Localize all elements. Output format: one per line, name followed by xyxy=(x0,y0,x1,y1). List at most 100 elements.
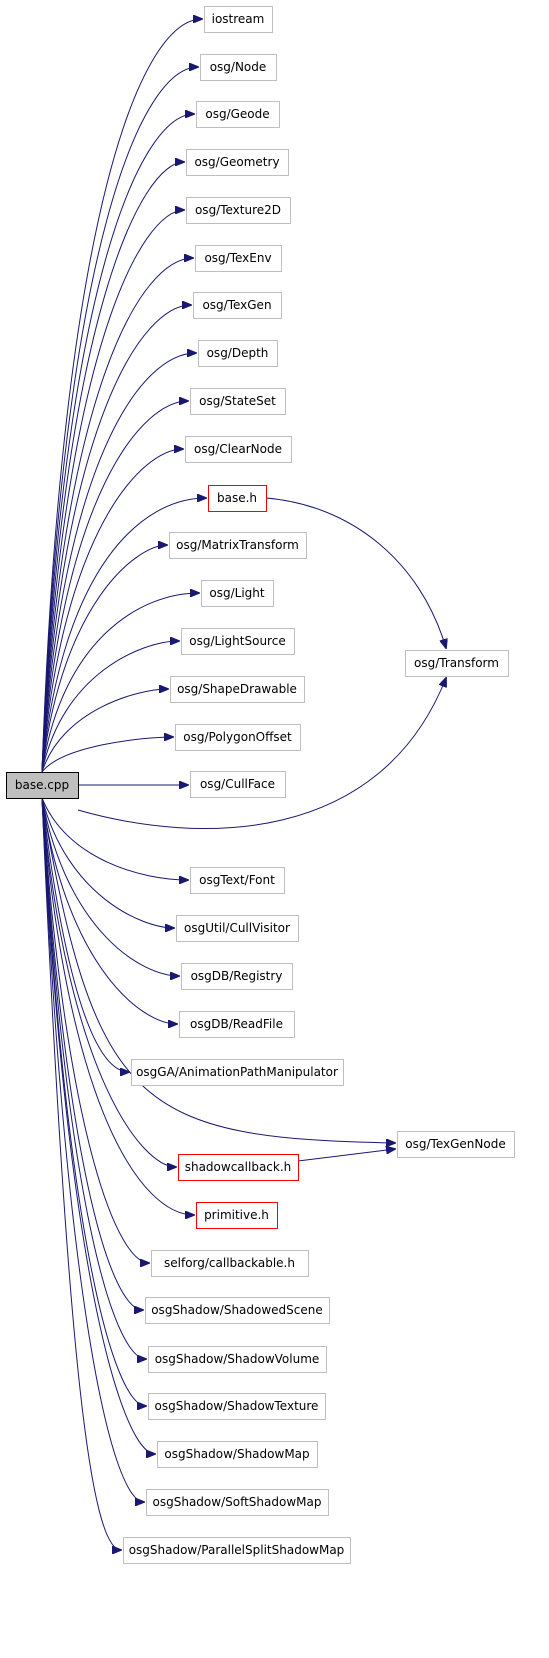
node-box xyxy=(148,1393,326,1420)
node-label: osg/Geode xyxy=(205,107,269,121)
edge-base_cpp-to-iostream xyxy=(41,19,202,773)
node-label: osgShadow/ParallelSplitShadowMap xyxy=(129,1543,345,1557)
node-box xyxy=(181,628,295,655)
node-box xyxy=(185,436,292,463)
node-box xyxy=(176,915,299,942)
node-box xyxy=(198,340,278,367)
edge-base_cpp-to-osg_matrixtransform xyxy=(41,545,167,773)
edge-base_cpp-to-osg_node xyxy=(41,67,198,773)
edge-base_cpp-to-osg_texture2d xyxy=(41,210,184,773)
edge-base_cpp-to-primitive_h xyxy=(41,797,194,1215)
node-box xyxy=(190,388,286,415)
edge-base_cpp-to-osg_transform xyxy=(77,678,446,830)
edge-base_cpp-to-osgdb_registry xyxy=(41,797,179,976)
edge-base_cpp-to-shadowcallback_h xyxy=(41,797,176,1167)
node-box xyxy=(190,771,286,798)
node-box xyxy=(175,724,301,751)
node-osgshadow-shadowedscene: osgShadow/ShadowedScene xyxy=(145,1297,330,1324)
node-label: osgShadow/SoftShadowMap xyxy=(153,1495,322,1509)
node-osg-light: osg/Light xyxy=(201,580,274,607)
node-osgutil-cullvisitor: osgUtil/CullVisitor xyxy=(176,915,299,942)
node-label: osg/LightSource xyxy=(189,634,285,648)
node-box xyxy=(178,1154,299,1181)
node-box xyxy=(186,197,291,224)
nodes: base.cpp iostream osg/Node osg/Geode osg/Geo… xyxy=(6,6,515,1564)
node-label: osgDB/ReadFile xyxy=(190,1017,283,1031)
edge-base_cpp-to-osg_depth xyxy=(41,353,196,773)
node-label: osg/Transform xyxy=(414,656,499,670)
edge-base_cpp-to-osgdb_readfile xyxy=(41,797,177,1024)
node-osgshadow-shadowtexture: osgShadow/ShadowTexture xyxy=(148,1393,326,1420)
node-label: osg/ClearNode xyxy=(194,442,282,456)
node-box xyxy=(148,1346,327,1373)
node-box xyxy=(6,772,79,799)
node-label: osg/Geometry xyxy=(194,155,279,169)
node-label: osg/CullFace xyxy=(200,777,275,791)
edge-base_cpp-to-osgshadow_shadowedscene xyxy=(41,797,143,1310)
edge-base_cpp-to-osg_shapedrawable xyxy=(41,689,168,773)
node-label: primitive.h xyxy=(204,1208,269,1222)
node-label: osgDB/Registry xyxy=(191,969,283,983)
node-shadowcallback-h[interactable]: shadowcallback.h xyxy=(178,1154,299,1181)
node-label: iostream xyxy=(212,12,265,26)
node-box xyxy=(169,532,307,559)
node-selforg-callbackable: selforg/callbackable.h xyxy=(151,1250,309,1277)
node-osg-polygonoffset: osg/PolygonOffset xyxy=(175,724,301,751)
node-label: osg/PolygonOffset xyxy=(183,730,292,744)
node-label: osg/Node xyxy=(210,60,267,74)
node-osgdb-readfile: osgDB/ReadFile xyxy=(179,1011,295,1038)
edge-base_cpp-to-osgutil_cullvisitor xyxy=(41,797,174,928)
edge-base_cpp-to-osgga_apm xyxy=(41,797,129,1072)
node-base-h[interactable]: base.h xyxy=(208,485,267,512)
edge-base_cpp-to-osgshadow_shadowtexture xyxy=(41,797,146,1406)
node-box xyxy=(196,101,280,128)
node-box xyxy=(179,1011,295,1038)
node-osg-texgen: osg/TexGen xyxy=(193,292,282,319)
edge-base_cpp-to-base_h xyxy=(41,498,206,773)
node-box xyxy=(201,580,274,607)
node-iostream: iostream xyxy=(204,6,273,33)
node-box xyxy=(131,1059,344,1086)
edge-base_cpp-to-osg_polygonoffset xyxy=(41,737,173,773)
node-label: shadowcallback.h xyxy=(185,1160,292,1174)
edge-base_cpp-to-osgshadow_shadowmap xyxy=(41,797,155,1454)
node-osg-texgennode: osg/TexGenNode xyxy=(397,1131,515,1158)
node-label: osg/TexGenNode xyxy=(405,1137,505,1151)
node-osg-texenv: osg/TexEnv xyxy=(195,245,282,272)
node-label: osgShadow/ShadowedScene xyxy=(151,1303,323,1317)
node-osg-stateset: osg/StateSet xyxy=(190,388,286,415)
node-label: osg/TexEnv xyxy=(204,251,271,265)
node-label: osgShadow/ShadowVolume xyxy=(155,1352,320,1366)
edge-base_cpp-to-osgtext_font xyxy=(41,797,188,880)
edges xyxy=(41,19,446,1550)
node-box xyxy=(123,1537,351,1564)
node-osgshadow-shadowmap: osgShadow/ShadowMap xyxy=(157,1441,318,1468)
node-box xyxy=(397,1131,515,1158)
node-label: osg/TexGen xyxy=(202,298,271,312)
node-osg-shapedrawable: osg/ShapeDrawable xyxy=(170,676,305,703)
edge-base_cpp-to-osg_geometry xyxy=(41,162,184,773)
node-label: osg/MatrixTransform xyxy=(176,538,299,552)
edge-base_h-to-osg_transform xyxy=(265,497,446,648)
node-base-cpp[interactable]: base.cpp xyxy=(6,772,79,799)
node-box xyxy=(208,485,267,512)
edge-base_cpp-to-osg_stateset xyxy=(41,401,188,773)
node-primitive-h[interactable]: primitive.h xyxy=(196,1202,278,1229)
edge-base_cpp-to-osg_clearnode xyxy=(41,449,183,773)
node-label: osgShadow/ShadowTexture xyxy=(155,1399,319,1413)
node-box xyxy=(200,54,277,81)
node-osgdb-registry: osgDB/Registry xyxy=(181,963,293,990)
node-box xyxy=(146,1489,329,1516)
node-box xyxy=(190,867,285,894)
node-osg-geode: osg/Geode xyxy=(196,101,280,128)
node-box xyxy=(204,6,273,33)
node-osg-node: osg/Node xyxy=(200,54,277,81)
node-label: osgShadow/ShadowMap xyxy=(164,1447,309,1461)
node-box xyxy=(181,963,293,990)
node-box xyxy=(151,1250,309,1277)
edge-base_cpp-to-osgshadow_softshadowmap xyxy=(41,797,144,1502)
node-osgga-apm: osgGA/AnimationPathManipulator xyxy=(131,1059,344,1086)
node-label: osg/StateSet xyxy=(199,394,276,408)
node-osg-geometry: osg/Geometry xyxy=(186,149,289,176)
